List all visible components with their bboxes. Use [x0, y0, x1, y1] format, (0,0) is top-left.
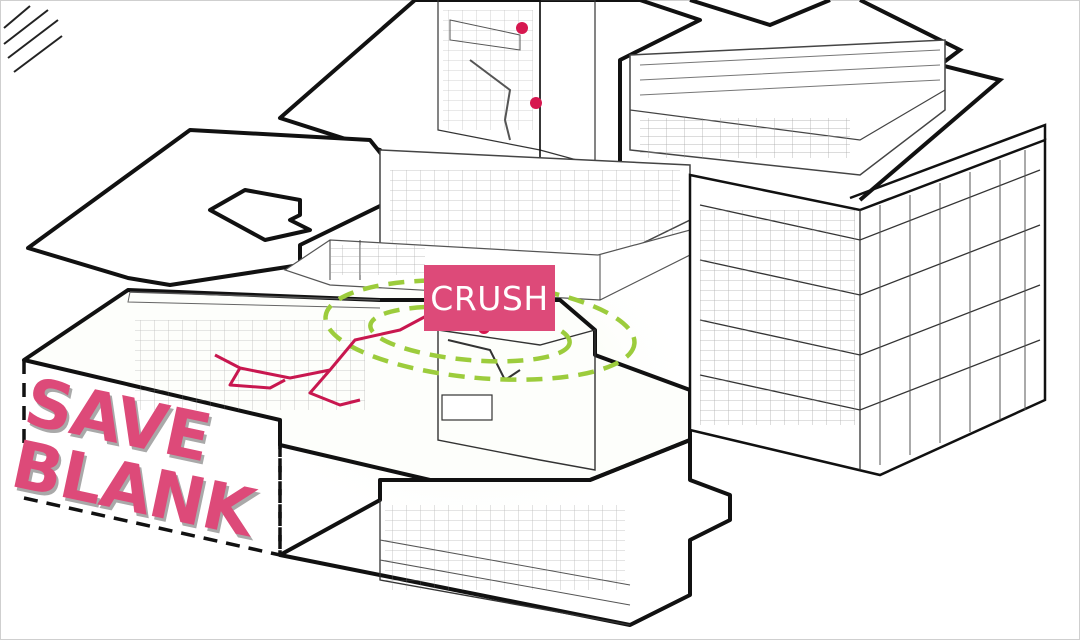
bottom-floors [278, 438, 732, 627]
route-dots [478, 22, 542, 334]
crush-label: CRUSH [424, 265, 555, 331]
hatch-marks [3, 5, 63, 73]
central-tower [437, 0, 596, 370]
left-slab [26, 128, 384, 287]
tower-core-lower [437, 329, 596, 471]
blank-volume-outline [22, 360, 282, 558]
middle-floors [283, 149, 691, 301]
upper-right-block [629, 39, 946, 176]
right-apartment-block [688, 123, 1047, 477]
